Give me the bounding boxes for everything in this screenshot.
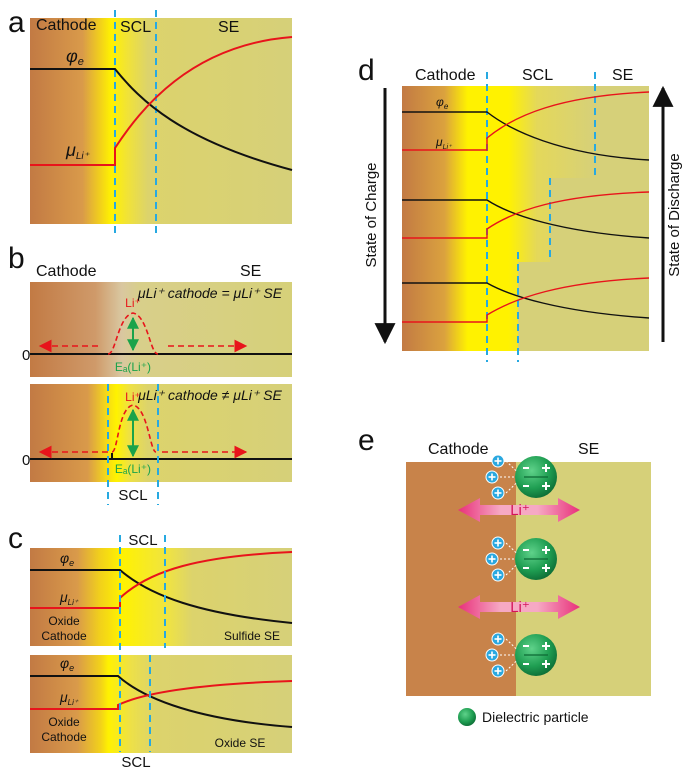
panel-d-mu-label: μLi⁺ <box>435 135 453 151</box>
panel-d: d Cathode SCL SE φe μLi⁺ State of Charge… <box>358 54 683 362</box>
plus-sign <box>542 546 550 554</box>
panel-c: c SCL φe μLi⁺ Oxide Cathode Sulfide SE φ… <box>8 522 293 770</box>
li-ion <box>491 483 517 500</box>
panel-c-top-sulfide-se-label: Sulfide SE <box>224 629 280 643</box>
panel-b-letter: b <box>8 242 25 275</box>
panel-d-mu-line-2 <box>402 191 650 239</box>
panel-d-scl-label: SCL <box>522 67 553 84</box>
panel-b-top-background <box>30 282 292 377</box>
panel-e-li-label-top: Li⁺ <box>510 502 530 519</box>
panel-c-bottom-background <box>30 655 292 753</box>
panel-e-li-arrow-bottom <box>458 595 580 619</box>
dielectric-particle <box>515 634 557 676</box>
panel-a-background <box>30 18 292 224</box>
panel-b-scl-label: SCL <box>118 487 147 504</box>
panel-c-bottom-oxide-label: Oxide <box>48 715 80 729</box>
panel-e: e Cathode SE Li⁺ Li⁺ Dielectric particle <box>358 424 651 726</box>
li-ion <box>491 632 517 649</box>
panel-a-scl-label: SCL <box>120 19 151 36</box>
panel-b-top-equation: μLi⁺ cathode = μLi⁺ SE <box>137 285 283 301</box>
panel-c-bottom-oxide-se-label: Oxide SE <box>215 736 266 750</box>
panel-b-top-zero: 0 <box>22 347 30 364</box>
panel-a-mu-line <box>30 36 293 166</box>
panel-c-top-phi-line <box>30 569 293 624</box>
panel-e-cathode-label: Cathode <box>428 441 489 458</box>
panel-d-cathode-label: Cathode <box>415 67 476 84</box>
plus-sign <box>542 482 550 490</box>
panel-a-se-label: SE <box>218 19 239 36</box>
panel-c-top-oxide-label: Oxide <box>48 614 80 628</box>
li-ion <box>485 470 516 484</box>
panel-e-li-label-bottom: Li⁺ <box>510 599 530 616</box>
panel-d-phi-line-3 <box>402 282 650 319</box>
panel-e-legend-label: Dielectric particle <box>482 709 589 725</box>
panel-b-bottom-ea-label: Eₐ(Li⁺) <box>115 462 151 476</box>
plus-sign <box>542 464 550 472</box>
li-ion <box>485 648 516 662</box>
panel-c-letter: c <box>8 522 23 555</box>
panel-b-bottom-background <box>30 384 292 482</box>
li-ion <box>491 661 517 678</box>
panel-d-scl-region <box>402 86 595 351</box>
panel-a-mu-label: μLi⁺ <box>65 140 90 162</box>
plus-sign <box>542 564 550 572</box>
panel-d-mu-line-3 <box>402 277 650 323</box>
panel-b-cathode-label: Cathode <box>36 263 97 280</box>
panel-a: a Cathode SCL SE φe μLi⁺ <box>8 6 293 238</box>
panel-d-phi-label: φe <box>436 95 449 111</box>
panel-e-li-arrow-top <box>458 498 580 522</box>
li-ion <box>491 454 517 471</box>
panel-a-cathode-label: Cathode <box>36 17 97 34</box>
panel-d-se-label: SE <box>612 67 633 84</box>
li-ion <box>491 565 517 582</box>
panel-d-state-of-discharge-label: State of Discharge <box>666 153 683 276</box>
plus-sign <box>542 642 550 650</box>
panel-c-scl-bottom-label: SCL <box>121 754 150 770</box>
panel-a-phi-label: φe <box>66 46 84 68</box>
panel-c-top-background <box>30 548 292 646</box>
dielectric-particle <box>515 456 557 498</box>
panel-b-bottom-zero: 0 <box>22 452 30 469</box>
panel-b-top-barrier <box>107 312 159 355</box>
panel-b-top-ea-label: Eₐ(Li⁺) <box>115 360 151 374</box>
panel-e-particles <box>485 454 557 678</box>
panel-b-bottom-equation: μLi⁺ cathode ≠ μLi⁺ SE <box>137 387 282 403</box>
panel-b-top-li-label: Li⁺ <box>125 296 141 310</box>
dielectric-particle <box>515 538 557 580</box>
panel-d-letter: d <box>358 54 375 87</box>
li-ion <box>491 536 517 553</box>
dielectric-particle-legend-icon <box>458 708 476 726</box>
panel-b-bottom-barrier <box>111 404 157 453</box>
panel-c-bottom-cathode-label: Cathode <box>41 730 87 744</box>
panel-b-bottom-li-label: Li⁺ <box>125 390 141 404</box>
panel-d-phi-line-1 <box>402 111 650 161</box>
panel-d-phi-line-2 <box>402 199 650 239</box>
panel-d-mu-line-1 <box>402 91 650 151</box>
plus-sign <box>542 660 550 668</box>
panel-c-bottom-phi-label: φe <box>60 655 74 673</box>
panel-a-phi-line <box>30 68 293 171</box>
panel-b-se-label: SE <box>240 263 261 280</box>
panel-d-state-of-charge-label: State of Charge <box>363 162 380 267</box>
panel-c-top-cathode-label: Cathode <box>41 629 87 643</box>
panel-e-letter: e <box>358 424 375 457</box>
panel-b: b Cathode SE μLi⁺ cathode = μLi⁺ SE 0 Li… <box>8 242 292 505</box>
panel-e-se-label: SE <box>578 441 599 458</box>
panel-c-bottom-phi-line <box>30 675 293 728</box>
li-ion <box>485 552 516 566</box>
panel-c-bottom-mu-label: μLi⁺ <box>59 689 79 707</box>
panel-c-top-phi-label: φe <box>60 550 74 568</box>
panel-a-letter: a <box>8 6 25 39</box>
panel-c-top-mu-label: μLi⁺ <box>59 589 79 607</box>
panel-c-scl-top-label: SCL <box>128 532 157 549</box>
panel-c-bottom-mu-line <box>30 680 293 710</box>
